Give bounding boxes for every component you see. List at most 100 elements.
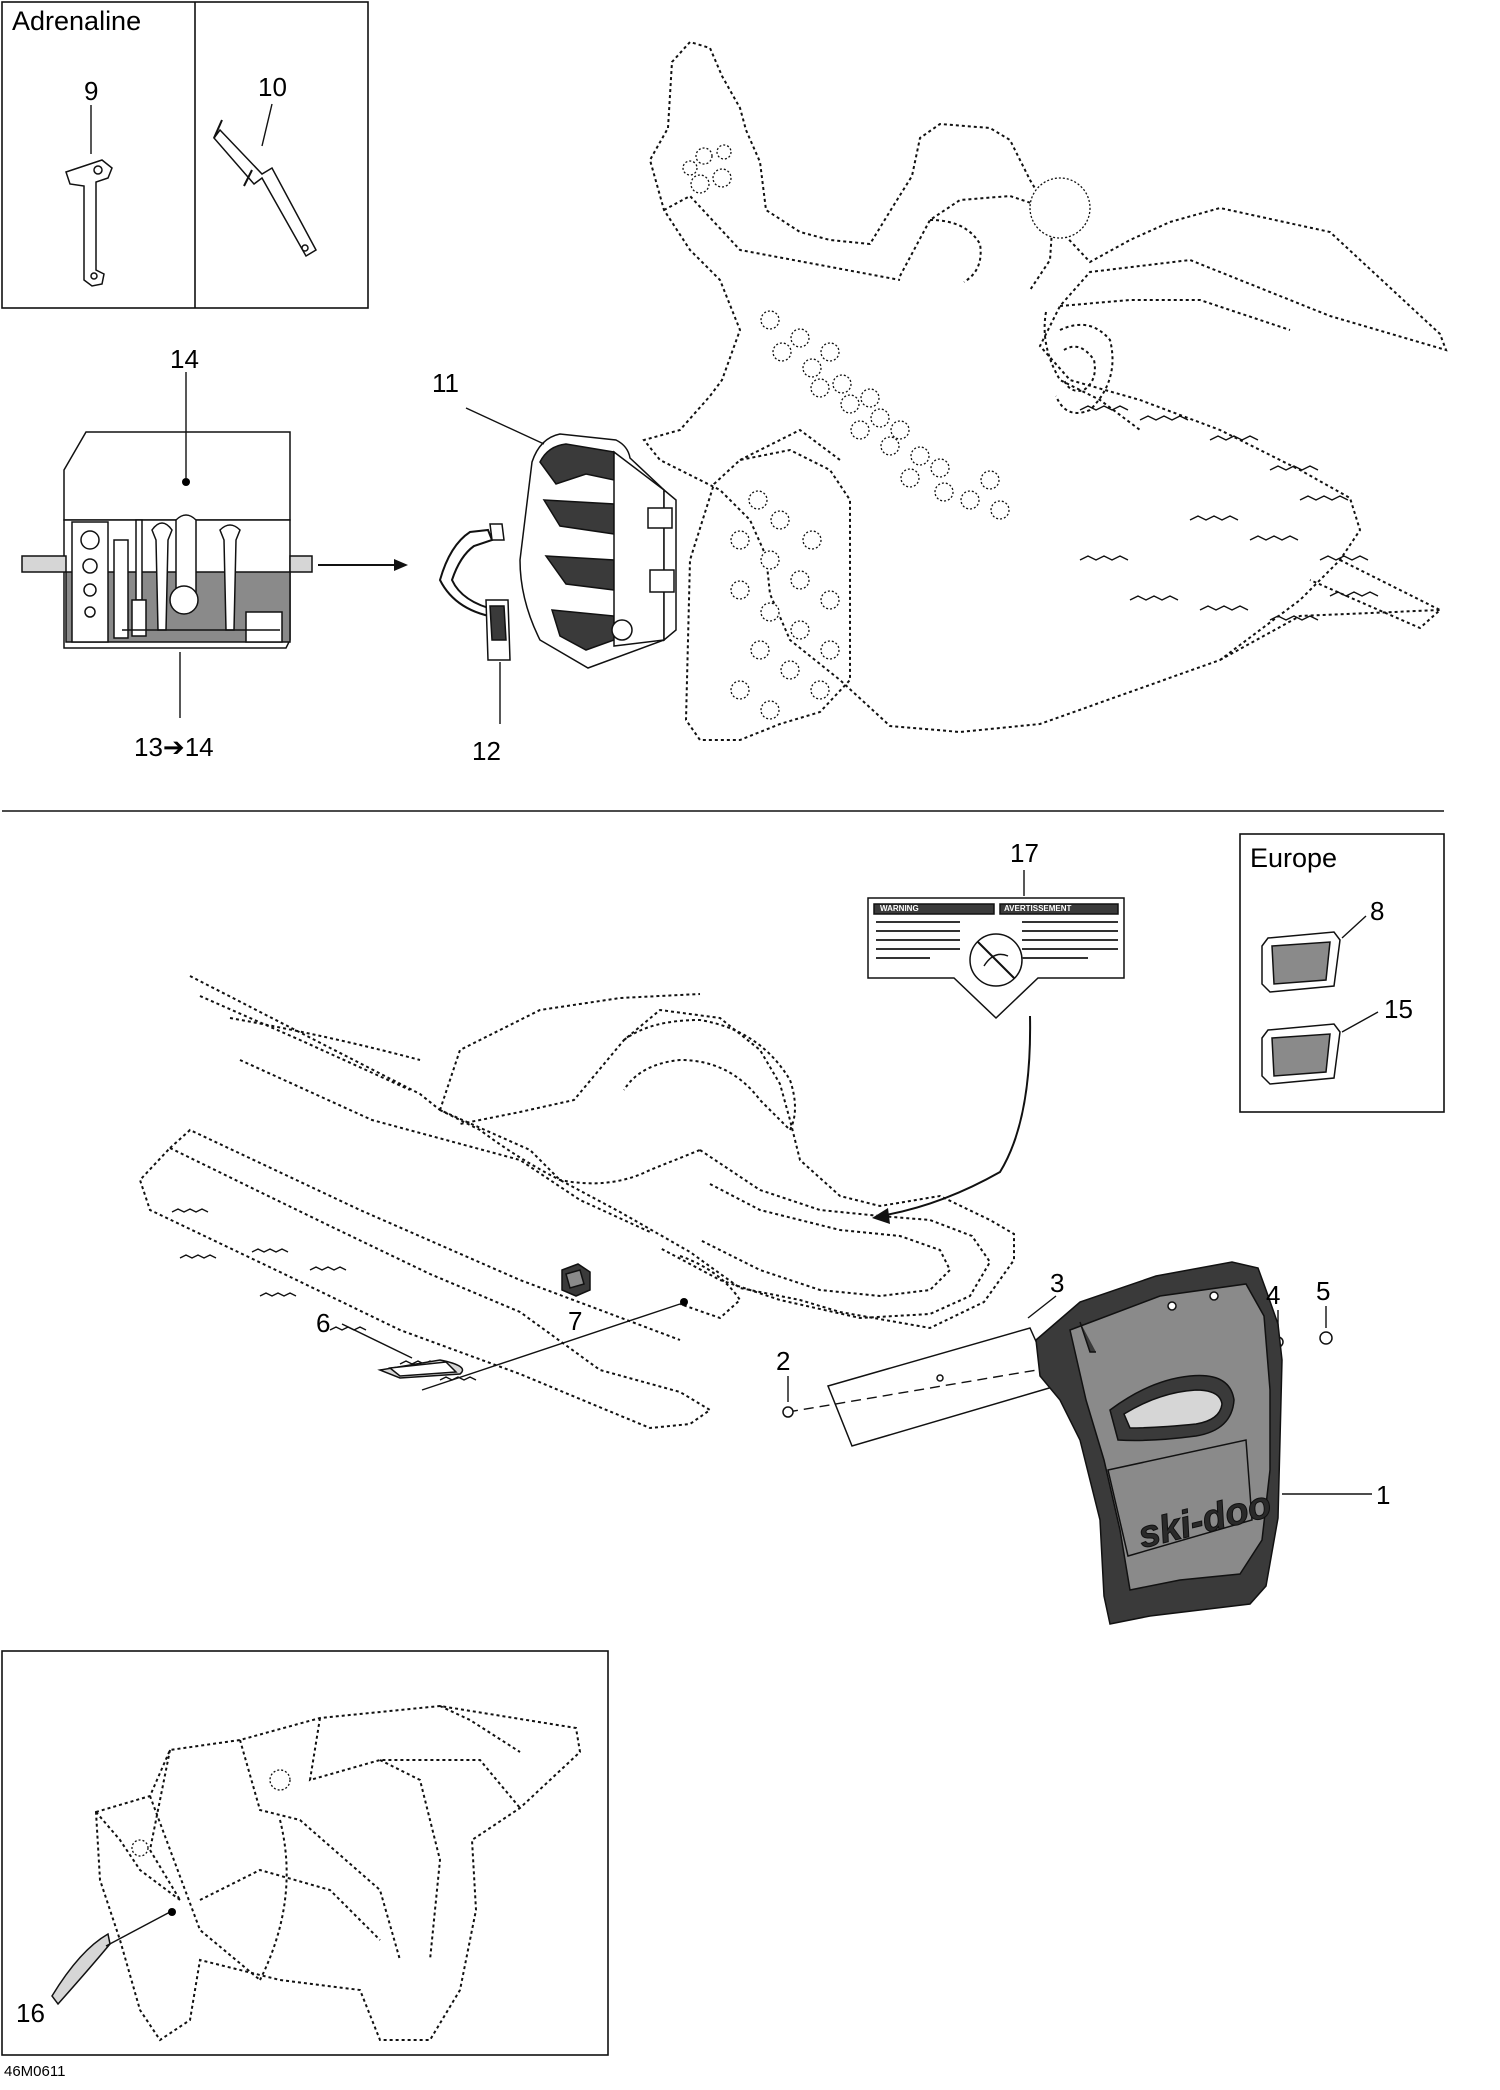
part-14-tool-kit xyxy=(21,372,313,718)
callout-5: 5 xyxy=(1316,1276,1331,1306)
frame-slot xyxy=(1209,435,1259,441)
part-11-toolbox xyxy=(465,407,677,669)
frame-hole xyxy=(850,420,870,440)
frame-slot xyxy=(1299,495,1349,501)
callout-14: 14 xyxy=(170,344,199,374)
europe-inset xyxy=(1239,833,1445,1113)
callout-6: 6 xyxy=(316,1308,331,1338)
callout-12: 12 xyxy=(472,736,501,766)
part-17-warning-decal xyxy=(867,870,1125,1224)
frame-slot xyxy=(179,1254,217,1259)
callout-3: 3 xyxy=(1050,1268,1065,1298)
frame-hole xyxy=(880,436,900,456)
document-number: 46M0611 xyxy=(4,2063,66,2080)
callout-9: 9 xyxy=(84,76,99,106)
frame-hole xyxy=(934,482,954,502)
frame-hole xyxy=(900,468,920,488)
callout-11: 11 xyxy=(432,368,459,398)
frame-slot xyxy=(1079,555,1129,561)
callout-7: 7 xyxy=(568,1306,583,1336)
frame-hole xyxy=(790,328,810,348)
europe-title: Europe xyxy=(1250,843,1338,873)
callout-17: 17 xyxy=(1010,838,1039,868)
frame-hole xyxy=(870,408,890,428)
callout-8: 8 xyxy=(1370,896,1385,926)
lower-frame-slots xyxy=(171,1208,477,1381)
part-1-snow-flap: ski-doo xyxy=(1035,1261,1372,1625)
frame-hole xyxy=(802,530,822,550)
callout-13-14: 13➔14 xyxy=(134,732,214,762)
frame-slot xyxy=(1199,605,1249,611)
callout-2: 2 xyxy=(776,1346,791,1376)
frame-hole xyxy=(930,458,950,478)
frame-hole xyxy=(860,388,880,408)
adrenaline-inset xyxy=(1,1,369,309)
callout-15: 15 xyxy=(1384,994,1413,1024)
frame-hole xyxy=(810,680,830,700)
frame-slot xyxy=(1319,555,1369,561)
frame-hole xyxy=(802,358,822,378)
frame-hole xyxy=(840,394,860,414)
frame-slot xyxy=(1249,535,1299,541)
frame-hole xyxy=(790,570,810,590)
frame-hole xyxy=(730,680,750,700)
frame-slot xyxy=(1079,405,1129,411)
frame-hole xyxy=(980,470,1000,490)
frame-hole xyxy=(780,660,800,680)
frame-hole xyxy=(990,500,1010,520)
decal-warning-heading: WARNING xyxy=(880,904,919,913)
part-2-rivet xyxy=(782,1376,794,1418)
frame-slot xyxy=(1129,595,1179,601)
callout-4: 4 xyxy=(1266,1280,1281,1310)
frame-hole xyxy=(810,378,830,398)
frame-hole xyxy=(910,446,930,466)
frame-slot xyxy=(309,1266,347,1271)
frame-hole xyxy=(760,700,780,720)
frame-hole xyxy=(770,510,790,530)
part-8-reflector xyxy=(1261,915,1367,993)
frame-hole xyxy=(820,640,840,660)
decal-avertissement-heading: AVERTISSEMENT xyxy=(1004,904,1072,913)
frame-slot xyxy=(439,1376,477,1381)
frame-hole xyxy=(730,530,750,550)
frame-slot xyxy=(251,1248,289,1253)
frame-slot xyxy=(1329,591,1379,597)
callout-1: 1 xyxy=(1376,1480,1391,1510)
chassis-frame-upper xyxy=(642,40,1448,741)
frame-hole xyxy=(820,590,840,610)
part-10-rod xyxy=(213,103,317,258)
frame-slot xyxy=(259,1292,297,1297)
frame-slot xyxy=(1139,415,1189,421)
callout-16: 16 xyxy=(16,1998,45,2028)
lower-inset xyxy=(1,1650,609,2056)
part-5-cap xyxy=(1319,1306,1333,1345)
part-15-reflector xyxy=(1261,1011,1379,1085)
callout-10: 10 xyxy=(258,72,287,102)
frame-slot xyxy=(1189,515,1239,521)
frame-hole-pattern xyxy=(730,310,1379,720)
part-12-strap xyxy=(438,523,511,724)
frame-hole xyxy=(890,420,910,440)
part-7-clip xyxy=(561,1263,591,1297)
frame-hole xyxy=(760,310,780,330)
frame-slot xyxy=(1269,465,1319,471)
frame-slot xyxy=(1269,615,1319,621)
frame-hole xyxy=(820,342,840,362)
part-9-bracket xyxy=(65,105,113,287)
frame-hole xyxy=(730,580,750,600)
frame-hole xyxy=(750,640,770,660)
assembly-arrow xyxy=(318,559,408,571)
chassis-frame-lower xyxy=(138,975,1015,1430)
part-6-reflector-strip xyxy=(341,1298,688,1391)
frame-hole xyxy=(760,602,780,622)
frame-hole xyxy=(960,490,980,510)
adrenaline-title: Adrenaline xyxy=(12,6,142,36)
frame-slot xyxy=(171,1208,209,1213)
frame-hole xyxy=(748,490,768,510)
frame-hole xyxy=(790,620,810,640)
frame-hole xyxy=(760,550,780,570)
frame-hole xyxy=(832,374,852,394)
frame-hole xyxy=(772,342,792,362)
